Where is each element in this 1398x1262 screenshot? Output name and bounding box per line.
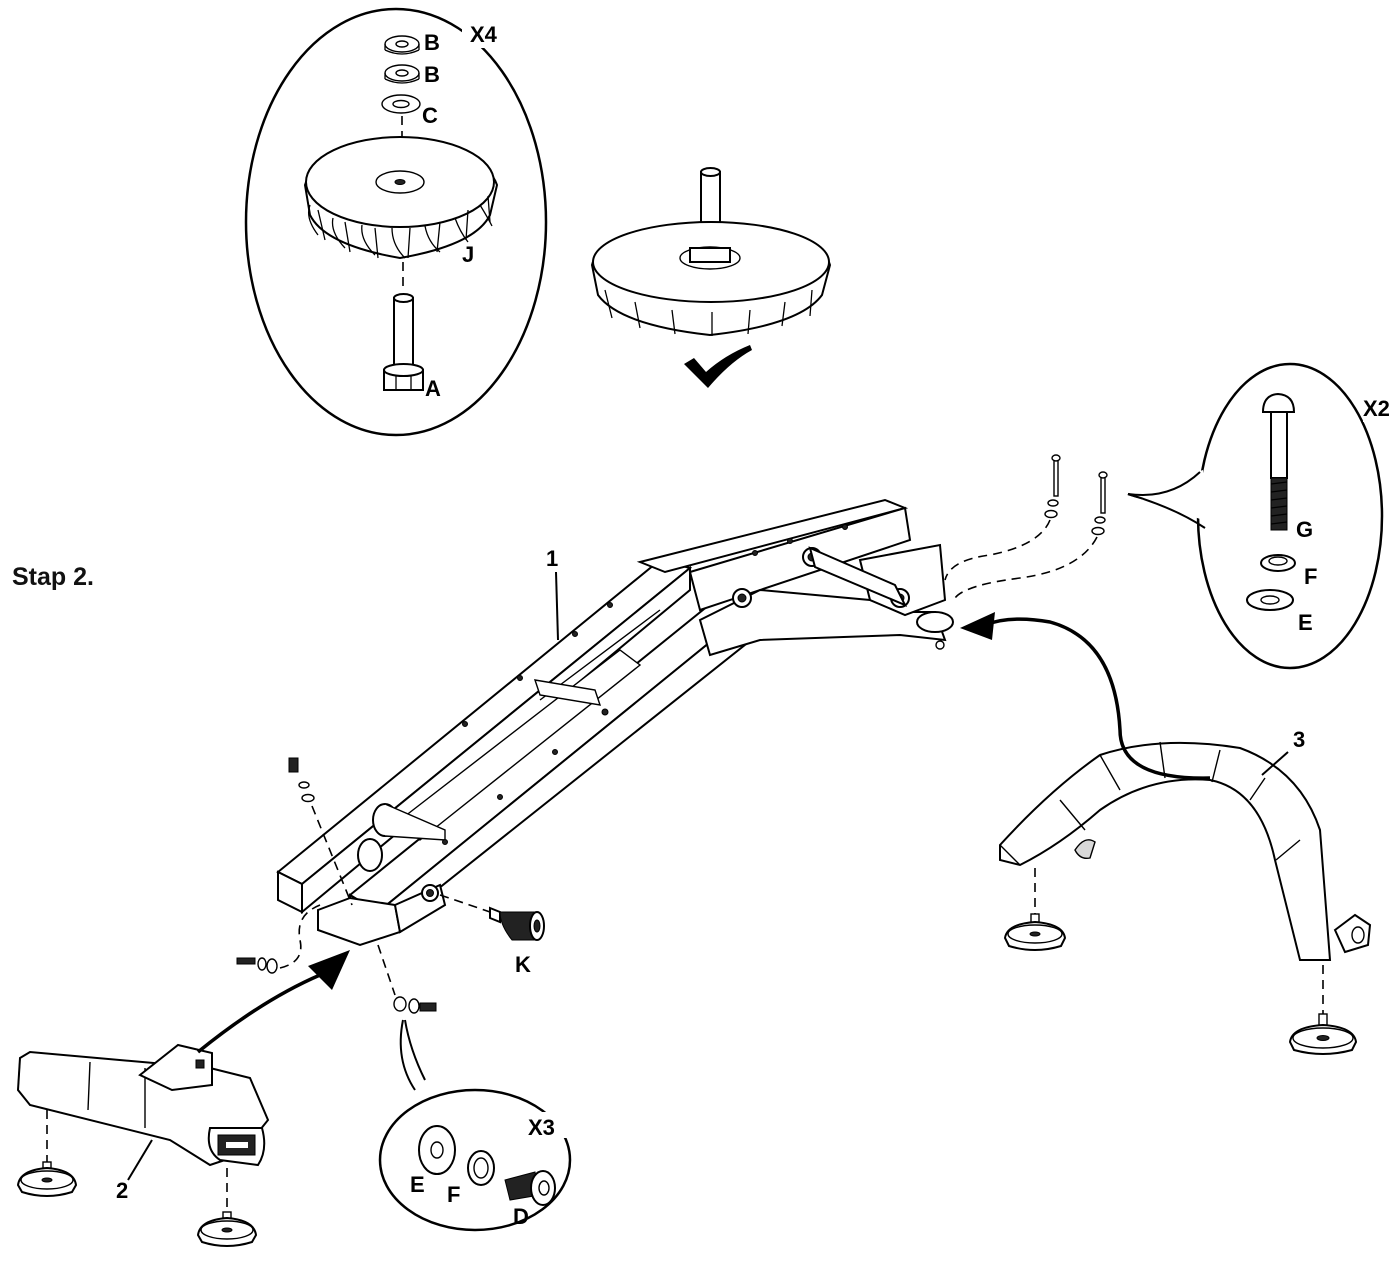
bolt-icon: [504, 1170, 556, 1206]
front-detail-quantity: X3: [528, 1115, 555, 1140]
nut-label-2: B: [424, 62, 440, 87]
foot-pad-icon: [1288, 1013, 1358, 1055]
front-assembly-arrow: [196, 973, 321, 1054]
front-detail-spring-washer-label: F: [447, 1182, 460, 1207]
front-leg-number: 2: [116, 1178, 128, 1203]
rear-detail-washer-label: E: [1298, 610, 1313, 635]
washer-icon: [418, 1125, 456, 1175]
step-label: Stap 2.: [12, 563, 94, 591]
screw-icon: [393, 996, 437, 1014]
bolt-icon: [383, 293, 424, 391]
nut-icon: [384, 35, 420, 55]
main-frame-number: 1: [546, 546, 558, 571]
knob-icon: [489, 906, 545, 941]
bolt-icon: [1091, 471, 1108, 536]
bolt-icon: [1044, 454, 1061, 519]
washer-icon: [381, 94, 421, 114]
rear-leg-number: 3: [1293, 727, 1305, 752]
foot-pad-icon: [16, 1161, 78, 1197]
rear-detail-bolt-label: G: [1296, 517, 1313, 542]
washer-label: C: [422, 103, 438, 128]
feet-detail-callout: X4 B B C J: [244, 7, 548, 437]
main-frame: [276, 498, 954, 947]
screw-icon: [288, 757, 315, 803]
front-detail-bolt-label: D: [513, 1204, 529, 1229]
foot-label: J: [462, 242, 474, 267]
checkmark-icon: [684, 345, 752, 388]
side-bolt-icon: [236, 957, 278, 974]
nut-icon: [384, 64, 420, 84]
spring-washer-icon: [1260, 554, 1296, 572]
foot-pad-icon: [303, 136, 499, 260]
rear-detail-spring-washer-label: F: [1304, 564, 1317, 589]
washer-icon: [1246, 589, 1294, 611]
rear-detail-callout: X2 G F E: [1127, 362, 1398, 670]
bolt-label: A: [425, 376, 441, 401]
bolt-icon: [1261, 392, 1296, 531]
front-detail-washer-label: E: [410, 1172, 425, 1197]
feet-detail-quantity: X4: [470, 22, 498, 47]
knob-label: K: [515, 952, 531, 977]
spring-washer-icon: [467, 1150, 495, 1186]
front-detail-callout: X3 E F D: [378, 1088, 572, 1232]
foot-pad-icon: [196, 1211, 258, 1247]
front-leg: [16, 1043, 270, 1167]
rear-leg: [999, 741, 1372, 961]
assembled-foot-icon: [590, 167, 832, 337]
rear-detail-quantity: X2: [1363, 396, 1390, 421]
nut-label-1: B: [424, 30, 440, 55]
foot-pad-icon: [1003, 913, 1067, 951]
rear-assembly-arrow: [984, 617, 1211, 780]
